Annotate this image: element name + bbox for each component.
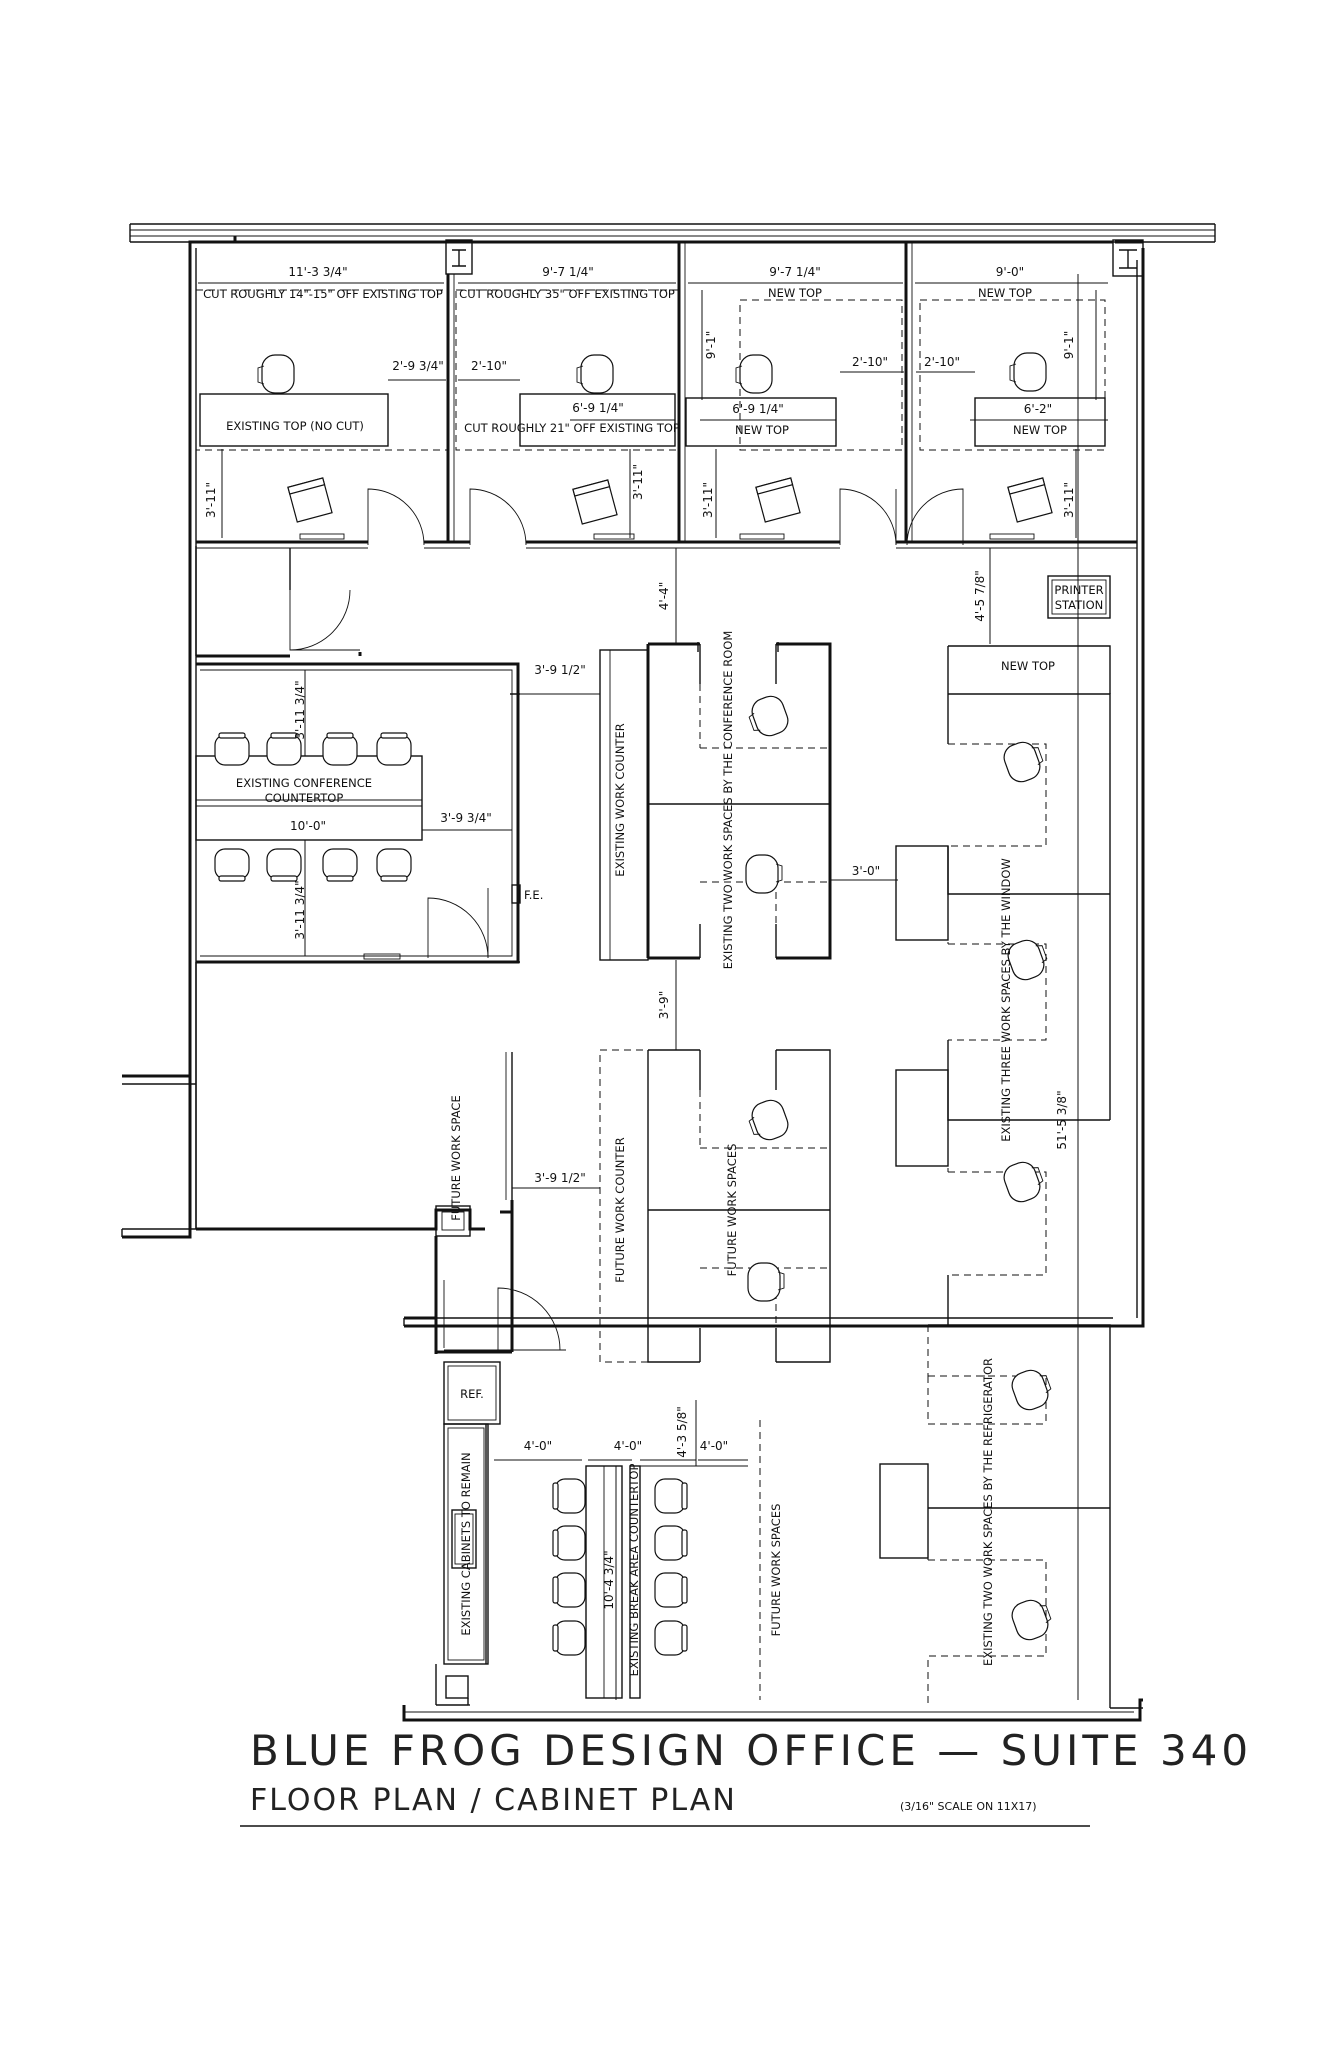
conf-counter-label-2: COUNTERTOP <box>265 791 344 805</box>
aisle-side-dim: 3'-0" <box>852 864 880 878</box>
office3-depth-dim: 3'-11" <box>701 482 715 518</box>
conf-dim-bottom: 3'-11 3/4" <box>293 880 307 939</box>
office3-width-dim: 9'-7 1/4" <box>769 265 821 279</box>
office-dimension-lines <box>198 282 1108 538</box>
conf-clear-dim: 3'-9 3/4" <box>440 811 492 825</box>
existing-two-work-spaces: EXISTING TWO WORK SPACES BY THE CONFEREN… <box>721 631 735 969</box>
break-dim-c: 4'-3 5/8" <box>675 1406 689 1458</box>
break-length-dim: 10'-4 3/4" <box>602 1550 616 1609</box>
break-dim-b: 4'-0" <box>614 1439 642 1453</box>
office1-depth-dim: 3'-11" <box>204 482 218 518</box>
office4-gap-dim: 2'-10" <box>924 355 960 369</box>
column-right <box>1112 239 1144 277</box>
printer-label-2: STATION <box>1055 598 1103 612</box>
conf-dim-top: 3'-11 3/4" <box>293 680 307 739</box>
printer-dim: 4'-5 7/8" <box>973 570 987 622</box>
two-spaces-refrigerator-label: EXISTING TWO WORK SPACES BY THE REFRIGER… <box>981 1358 995 1666</box>
printer-label-1: PRINTER <box>1054 583 1103 597</box>
office4-width-dim: 9'-0" <box>996 265 1024 279</box>
office2-top-note: CUT ROUGHLY 35" OFF EXISTING TOP <box>459 287 675 301</box>
office3-gap-dim: 2'-10" <box>852 355 888 369</box>
office1-desk-label: EXISTING TOP (NO CUT) <box>226 419 364 433</box>
office3-height-dim: 9'-1" <box>704 331 718 359</box>
future-work-spaces: FUTURE WORK SPACES <box>725 1144 739 1277</box>
office4-desk-label: NEW TOP <box>1013 423 1067 437</box>
refrigerator-label: REF. <box>460 1387 484 1401</box>
office4-desk-dim: 6'-2" <box>1024 402 1052 416</box>
office1-width-dim: 11'-3 3/4" <box>288 265 347 279</box>
window-wall <box>129 223 1216 244</box>
future-work-counter: FUTURE WORK COUNTER <box>613 1137 627 1282</box>
break-dim-a: 4'-0" <box>524 1439 552 1453</box>
center-workstations: EXISTING WORK COUNTER EXISTING TWO WORK … <box>512 548 898 1363</box>
aisle-mid-dim: 3'-9" <box>657 991 671 1019</box>
conf-counter-label-1: EXISTING CONFERENCE <box>236 776 372 790</box>
lower-left-rooms: FUTURE WORK SPACE REF. EXISTING CABINETS… <box>195 962 566 1706</box>
title-block: BLUE FROG DESIGN OFFICE — SUITE 340 FLOO… <box>240 1726 1252 1827</box>
office3-desk-label: NEW TOP <box>735 423 789 437</box>
office2-width-dim: 9'-7 1/4" <box>542 265 594 279</box>
window-workstations: PRINTER STATION 4'-5 7/8" NEW TOP EXISTI… <box>879 274 1111 1708</box>
lower-right-walls <box>402 1698 1143 1722</box>
break-future-spaces-label: FUTURE WORK SPACES <box>769 1504 783 1637</box>
office4-top-note: NEW TOP <box>978 286 1032 300</box>
office2-desk-dim: 6'-9 1/4" <box>572 401 624 415</box>
office2-desk-label: CUT ROUGHLY 21" OFF EXISTING TOP <box>464 421 680 435</box>
office4-depth-dim: 3'-11" <box>1062 482 1076 518</box>
office4-height-dim: 9'-1" <box>1062 331 1076 359</box>
drawing-subtitle: FLOOR PLAN / CABINET PLAN <box>250 1783 737 1818</box>
drawing-title: BLUE FROG DESIGN OFFICE — SUITE 340 <box>250 1726 1252 1775</box>
conf-door-dim: 3'-9 1/2" <box>534 663 586 677</box>
office2-depth-dim: 3'-11" <box>631 464 645 500</box>
column-left <box>445 239 473 275</box>
fe-label: F.E. <box>524 888 543 902</box>
office1-top-note: CUT ROUGHLY 14"-15" OFF EXISTING TOP <box>203 287 443 301</box>
office3-desk-dim: 6'-9 1/4" <box>732 402 784 416</box>
future-door-dim: 3'-9 1/2" <box>534 1171 586 1185</box>
conf-length-dim: 10'-0" <box>290 819 326 833</box>
overall-dim: 51'-5 3/8" <box>1055 1090 1069 1149</box>
aisle-top-dim: 4'-4" <box>657 582 671 610</box>
future-work-space-label: FUTURE WORK SPACE <box>449 1095 463 1220</box>
office-labels: 11'-3 3/4" CUT ROUGHLY 14"-15" OFF EXIST… <box>203 265 1076 518</box>
break-area: 4'-0" 4'-0" 4'-3 5/8" 4'-0" 10'-4 3/4" E… <box>494 1400 783 1700</box>
three-work-spaces-label: EXISTING THREE WORK SPACES BY THE WINDOW <box>999 858 1013 1141</box>
drawing-scale: (3/16" SCALE ON 11X17) <box>900 1800 1037 1813</box>
break-dim-d: 4'-0" <box>700 1439 728 1453</box>
new-top-label: NEW TOP <box>1001 659 1055 673</box>
existing-work-counter: EXISTING WORK COUNTER <box>613 723 627 876</box>
break-counter-label: EXISTING BREAK AREA COUNTERTOP <box>627 1464 641 1677</box>
office1-gap-dim: 2'-9 3/4" <box>392 359 444 373</box>
private-offices <box>195 242 1137 549</box>
conference-room: 3'-11 3/4" 3'-11 3/4" EXISTING CONFERENC… <box>195 546 600 964</box>
office3-top-note: NEW TOP <box>768 286 822 300</box>
cabinets-label: EXISTING CABINETS TO REMAIN <box>459 1452 473 1635</box>
office2-gap-dim: 2'-10" <box>471 359 507 373</box>
